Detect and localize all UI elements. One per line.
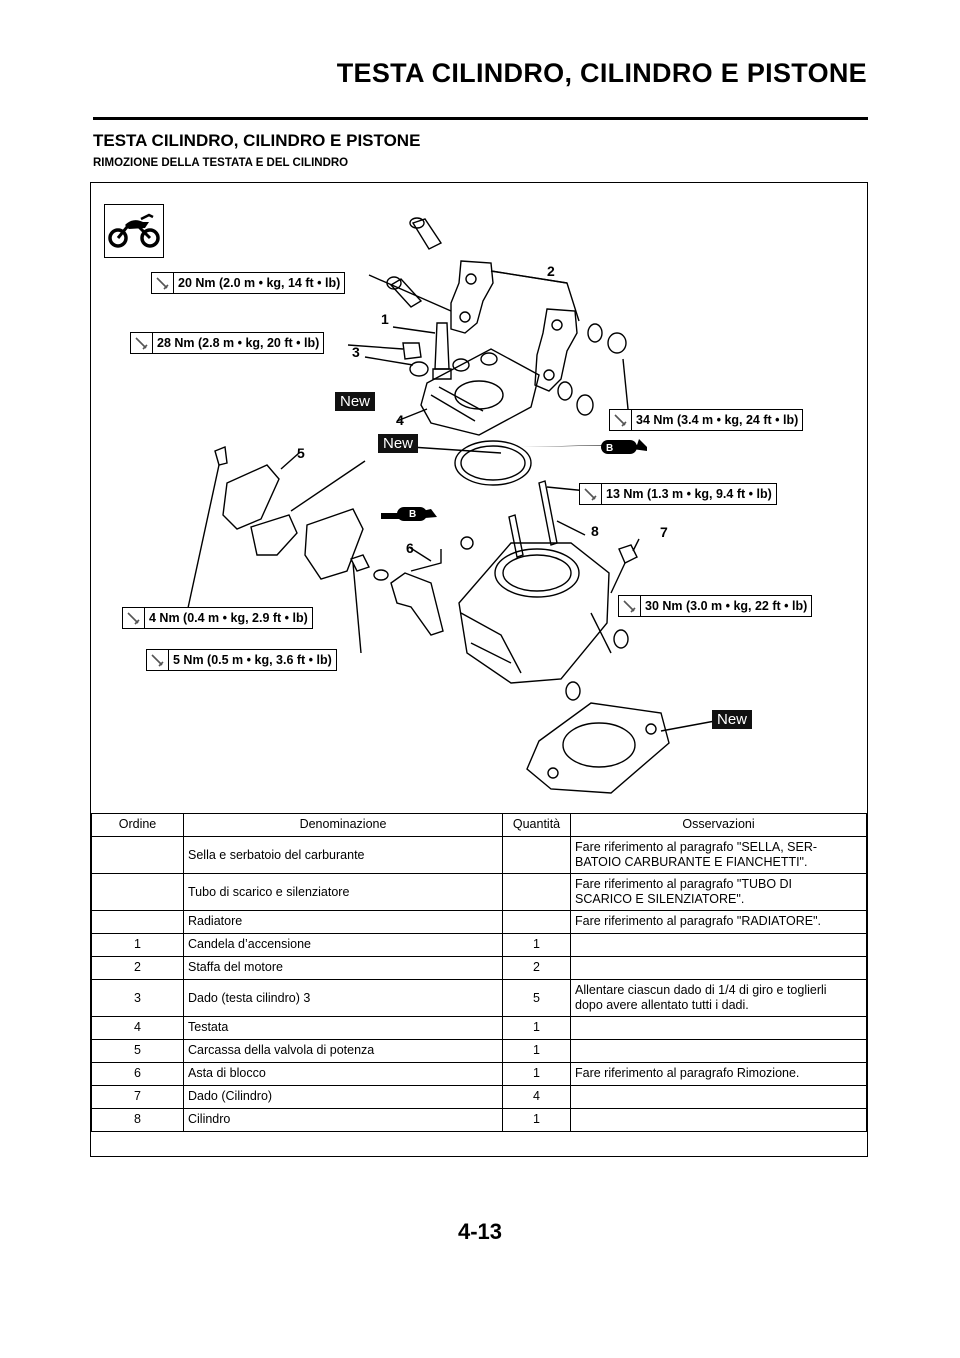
lube-label: B	[606, 443, 613, 454]
torque-label: 20 Nm (2.0 m • kg, 14 ft • lb)	[151, 272, 346, 294]
torque-wrench-icon	[147, 650, 169, 670]
table-row: Sella e serbatoio del carburante Fare rif…	[91, 836, 867, 874]
header-rule	[93, 117, 868, 120]
table-cell	[502, 910, 571, 934]
table-cell	[570, 1108, 867, 1132]
table-cell: 4	[91, 1016, 184, 1040]
section-title: TESTA CILINDRO, CILINDRO E PISTONE	[93, 131, 421, 150]
parts-table: Ordine Denominazione Quantità Osservazio…	[91, 813, 867, 1132]
table-cell	[502, 836, 571, 874]
callout-number: 5	[297, 445, 305, 461]
column-header: Osservazioni	[570, 813, 867, 837]
table-cell: Dado (testa cilindro) 3	[183, 979, 503, 1017]
table-cell	[570, 933, 867, 957]
table-cell: Fare riferimento al paragrafo "TUBO DI S…	[570, 873, 867, 911]
torque-wrench-icon	[610, 410, 632, 430]
callout-number: 1	[381, 311, 389, 327]
column-header: Ordine	[91, 813, 184, 837]
table-cell: 2	[91, 956, 184, 980]
table-cell: 1	[502, 1108, 571, 1132]
table-cell: 5	[502, 979, 571, 1017]
column-header: Denominazione	[183, 813, 503, 837]
new-part-badge: New	[378, 434, 419, 453]
engine-parts-drawing: B B	[187, 217, 716, 794]
table-cell: Dado (Cilindro)	[183, 1085, 503, 1109]
callout-number: 2	[547, 263, 555, 279]
table-cell: 3	[91, 979, 184, 1017]
table-cell: Cilindro	[183, 1108, 503, 1132]
subsection-title: RIMOZIONE DELLA TESTATA E DEL CILINDRO	[93, 157, 349, 169]
torque-label: 34 Nm (3.4 m • kg, 24 ft • lb)	[609, 409, 804, 431]
exploded-diagram: B B 20 Nm (2.0 m • kg, 14 ft • lb) 28 Nm…	[91, 183, 867, 813]
table-cell	[91, 910, 184, 934]
table-cell	[570, 956, 867, 980]
callout-number: 4	[396, 412, 404, 428]
callout-number: 3	[352, 344, 360, 360]
table-cell: 6	[91, 1062, 184, 1086]
torque-label: 5 Nm (0.5 m • kg, 3.6 ft • lb)	[146, 649, 337, 671]
torque-label: 28 Nm (2.8 m • kg, 20 ft • lb)	[130, 332, 325, 354]
torque-wrench-icon	[619, 596, 641, 616]
table-cell: 1	[502, 1016, 571, 1040]
torque-wrench-icon	[580, 484, 602, 504]
table-cell: Fare riferimento al paragrafo "SELLA, SE…	[570, 836, 867, 874]
motorcycle-icon	[104, 204, 164, 258]
table-cell: Fare riferimento al paragrafo Rimozione.	[570, 1062, 867, 1086]
table-cell	[570, 1085, 867, 1109]
page-header-title: TESTA CILINDRO, CILINDRO E PISTONE	[336, 58, 867, 88]
table-row: Tubo di scarico e silenziatore Fare rifer…	[91, 873, 867, 911]
table-cell	[502, 873, 571, 911]
table-cell	[570, 1016, 867, 1040]
callout-number: 8	[591, 523, 599, 539]
table-cell: Staffa del motore	[183, 956, 503, 980]
table-cell: Asta di blocco	[183, 1062, 503, 1086]
lube-label: B	[409, 509, 416, 520]
table-cell: 4	[502, 1085, 571, 1109]
table-cell: 2	[502, 956, 571, 980]
table-cell: 1	[502, 1062, 571, 1086]
torque-wrench-icon	[123, 608, 145, 628]
torque-label: 4 Nm (0.4 m • kg, 2.9 ft • lb)	[122, 607, 313, 629]
table-cell: Allentare ciascun dado di 1/4 di giro e …	[570, 979, 867, 1017]
table-cell: Carcassa della valvola di potenza	[183, 1039, 503, 1063]
callout-number: 6	[406, 540, 414, 556]
column-header: Quantità	[502, 813, 571, 837]
torque-label: 30 Nm (3.0 m • kg, 22 ft • lb)	[618, 595, 813, 617]
table-row: Radiatore Fare riferimento al paragrafo "…	[91, 910, 867, 934]
torque-wrench-icon	[152, 273, 174, 293]
table-cell: 1	[502, 1039, 571, 1063]
table-cell: Fare riferimento al paragrafo "RADIATORE…	[570, 910, 867, 934]
page-number: 4-13	[457, 1219, 503, 1244]
table-header-row: Ordine Denominazione Quantità Osservazio…	[91, 813, 867, 837]
table-cell: Candela d’accensione	[183, 933, 503, 957]
torque-wrench-icon	[131, 333, 153, 353]
table-cell: Tubo di scarico e silenziatore	[183, 873, 503, 911]
table-cell: 5	[91, 1039, 184, 1063]
table-cell: 1	[91, 933, 184, 957]
new-part-badge: New	[712, 710, 753, 729]
table-cell: 8	[91, 1108, 184, 1132]
content-frame: B B 20 Nm (2.0 m • kg, 14 ft • lb) 28 Nm…	[90, 182, 868, 1157]
table-cell	[91, 836, 184, 874]
table-cell: 7	[91, 1085, 184, 1109]
table-cell	[570, 1039, 867, 1063]
table-cell: 1	[502, 933, 571, 957]
callout-number: 7	[660, 524, 668, 540]
table-cell: Radiatore	[183, 910, 503, 934]
table-cell	[91, 873, 184, 911]
table-cell: Testata	[183, 1016, 503, 1040]
torque-label: 13 Nm (1.3 m • kg, 9.4 ft • lb)	[579, 483, 777, 505]
table-cell: Sella e serbatoio del carburante	[183, 836, 503, 874]
new-part-badge: New	[335, 392, 376, 411]
